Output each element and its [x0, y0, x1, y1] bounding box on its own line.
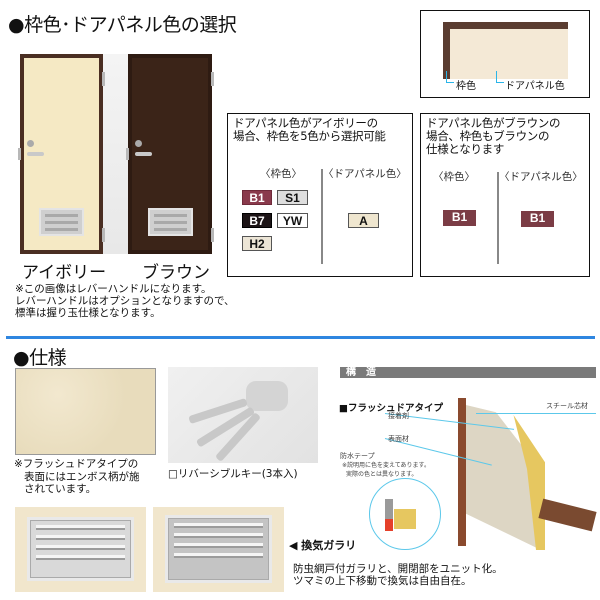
option-brown-panel: ドアパネル色がブラウンの 場合、枠色もブラウンの 仕様となります 〈枠色〉 〈ド…: [420, 113, 590, 277]
detail-magnifier: [369, 478, 441, 550]
lock-cylinder: [27, 140, 34, 147]
reversible-keys-image: [168, 367, 318, 463]
frame-color-b1: B1: [443, 210, 476, 226]
title-line: 仕様となります: [426, 142, 505, 156]
lock-cylinder: [135, 140, 142, 147]
emboss-texture-image: [15, 368, 156, 455]
leader-line: [496, 71, 504, 83]
option-ivory-panel: ドアパネル色がアイボリーの 場合、枠色を5色から選択可能 〈枠色〉 〈ドアパネル…: [227, 113, 413, 277]
desc-line: ツマミの上下移動で換気は自由自在。: [293, 575, 472, 587]
note-line: されています。: [24, 483, 97, 495]
steel-frame: [385, 499, 393, 529]
door-brown-image: [126, 54, 214, 254]
leader-line: [476, 413, 596, 414]
section-divider: [6, 336, 595, 339]
note-line: ※この画像はレバーハンドルになります。: [15, 283, 212, 295]
emboss-note: ※フラッシュドアタイプの 表面にはエンボス柄が施 されています。: [14, 458, 140, 496]
tape-note-2: 実際の色とは異なります。: [346, 471, 418, 478]
key-caption: □リバーシブルキー(3本入): [168, 468, 298, 480]
key-head: [246, 381, 288, 411]
screened-louver-vent: [165, 515, 272, 583]
panel-color-header: 〈ドアパネル色〉: [499, 171, 583, 183]
legend-frame-label: 枠色: [456, 81, 476, 92]
core-detail: [394, 509, 416, 529]
panel-color-a: A: [348, 213, 379, 228]
structure-header: 構 造: [340, 367, 596, 378]
frame-color-h2: H2: [242, 236, 272, 251]
legend-panel-label: ドアパネル色: [505, 81, 565, 92]
hinge: [211, 228, 214, 242]
frame-color-s1: S1: [277, 190, 308, 205]
frame-color-b7: B7: [242, 213, 272, 228]
vent-description: 防虫網戸付ガラリと、開閉部をユニット化。 ツマミの上下移動で換気は自由自在。: [293, 563, 503, 587]
panel-color-b1: B1: [521, 211, 554, 227]
vent-image-screen: [153, 507, 284, 592]
door-label-ivory: アイボリー: [22, 263, 107, 283]
note-line: レバーハンドルはオプションとなりますので、: [15, 295, 235, 307]
lever-handle: [135, 152, 152, 156]
vent-image-front: [15, 507, 146, 592]
frame-panel-swatch: [443, 22, 568, 79]
frame-color-header: 〈枠色〉: [260, 168, 302, 180]
section-title-spec: ●仕様: [13, 347, 67, 369]
label-surface: 表面材: [388, 435, 409, 443]
desc-line: 防虫網戸付ガラリと、開閉部をユニット化。: [293, 563, 503, 575]
option-brown-title: ドアパネル色がブラウンの 場合、枠色もブラウンの 仕様となります: [426, 117, 584, 156]
frame-color-yw: YW: [277, 213, 308, 228]
leader-line: [446, 71, 454, 83]
title-line: 場合、枠色を5色から選択可能: [233, 129, 386, 143]
strike: [18, 148, 21, 160]
louver: [148, 208, 193, 236]
hinge: [102, 228, 105, 242]
note-line: 表面にはエンボス柄が施: [24, 470, 140, 483]
handle-note: ※この画像はレバーハンドルになります。 レバーハンドルはオプションとなりますので…: [15, 283, 235, 319]
title-line: ドアパネル色がアイボリーの: [233, 116, 378, 130]
option-ivory-title: ドアパネル色がアイボリーの 場合、枠色を5色から選択可能: [233, 117, 407, 143]
hinge: [211, 72, 214, 86]
wall-background: [102, 54, 128, 254]
label-adhesive: 接着剤: [388, 412, 409, 420]
waterproof-tape: [385, 519, 393, 531]
vent-label: ◀ 換気ガラリ: [289, 539, 357, 552]
door-label-brown: ブラウン: [142, 263, 210, 283]
frame-section: [458, 398, 466, 546]
hinge: [102, 72, 105, 86]
frame-color-b1: B1: [242, 190, 272, 205]
panel-color-header: 〈ドアパネル色〉: [323, 168, 407, 180]
column-divider: [321, 169, 323, 264]
note-line: ※フラッシュドアタイプの: [14, 458, 139, 470]
lever-handle: [27, 152, 44, 156]
column-divider: [497, 172, 499, 264]
title-line: ドアパネル色がブラウンの: [426, 116, 561, 130]
label-waterproof-tape: 防水テープ: [340, 452, 375, 460]
frame-panel-legend: 枠色 ドアパネル色: [420, 10, 590, 98]
label-steel-core: スチール芯材: [546, 402, 588, 410]
door-ivory-image: [18, 54, 105, 254]
threshold-rail: [538, 498, 597, 532]
title-line: 場合、枠色もブラウンの: [426, 129, 550, 143]
section-title-color-selection: ●枠色･ドアパネル色の選択: [8, 14, 237, 36]
note-line: 標準は握り玉仕様となります。: [15, 307, 161, 319]
tape-note-1: ※説明用に色を変えてあります。: [342, 462, 430, 469]
strike: [126, 148, 129, 160]
louver: [39, 208, 84, 236]
frame-color-header: 〈枠色〉: [433, 171, 475, 183]
louver-vent: [27, 517, 134, 581]
flush-door-type-label: ■フラッシュドアタイプ: [339, 403, 443, 414]
